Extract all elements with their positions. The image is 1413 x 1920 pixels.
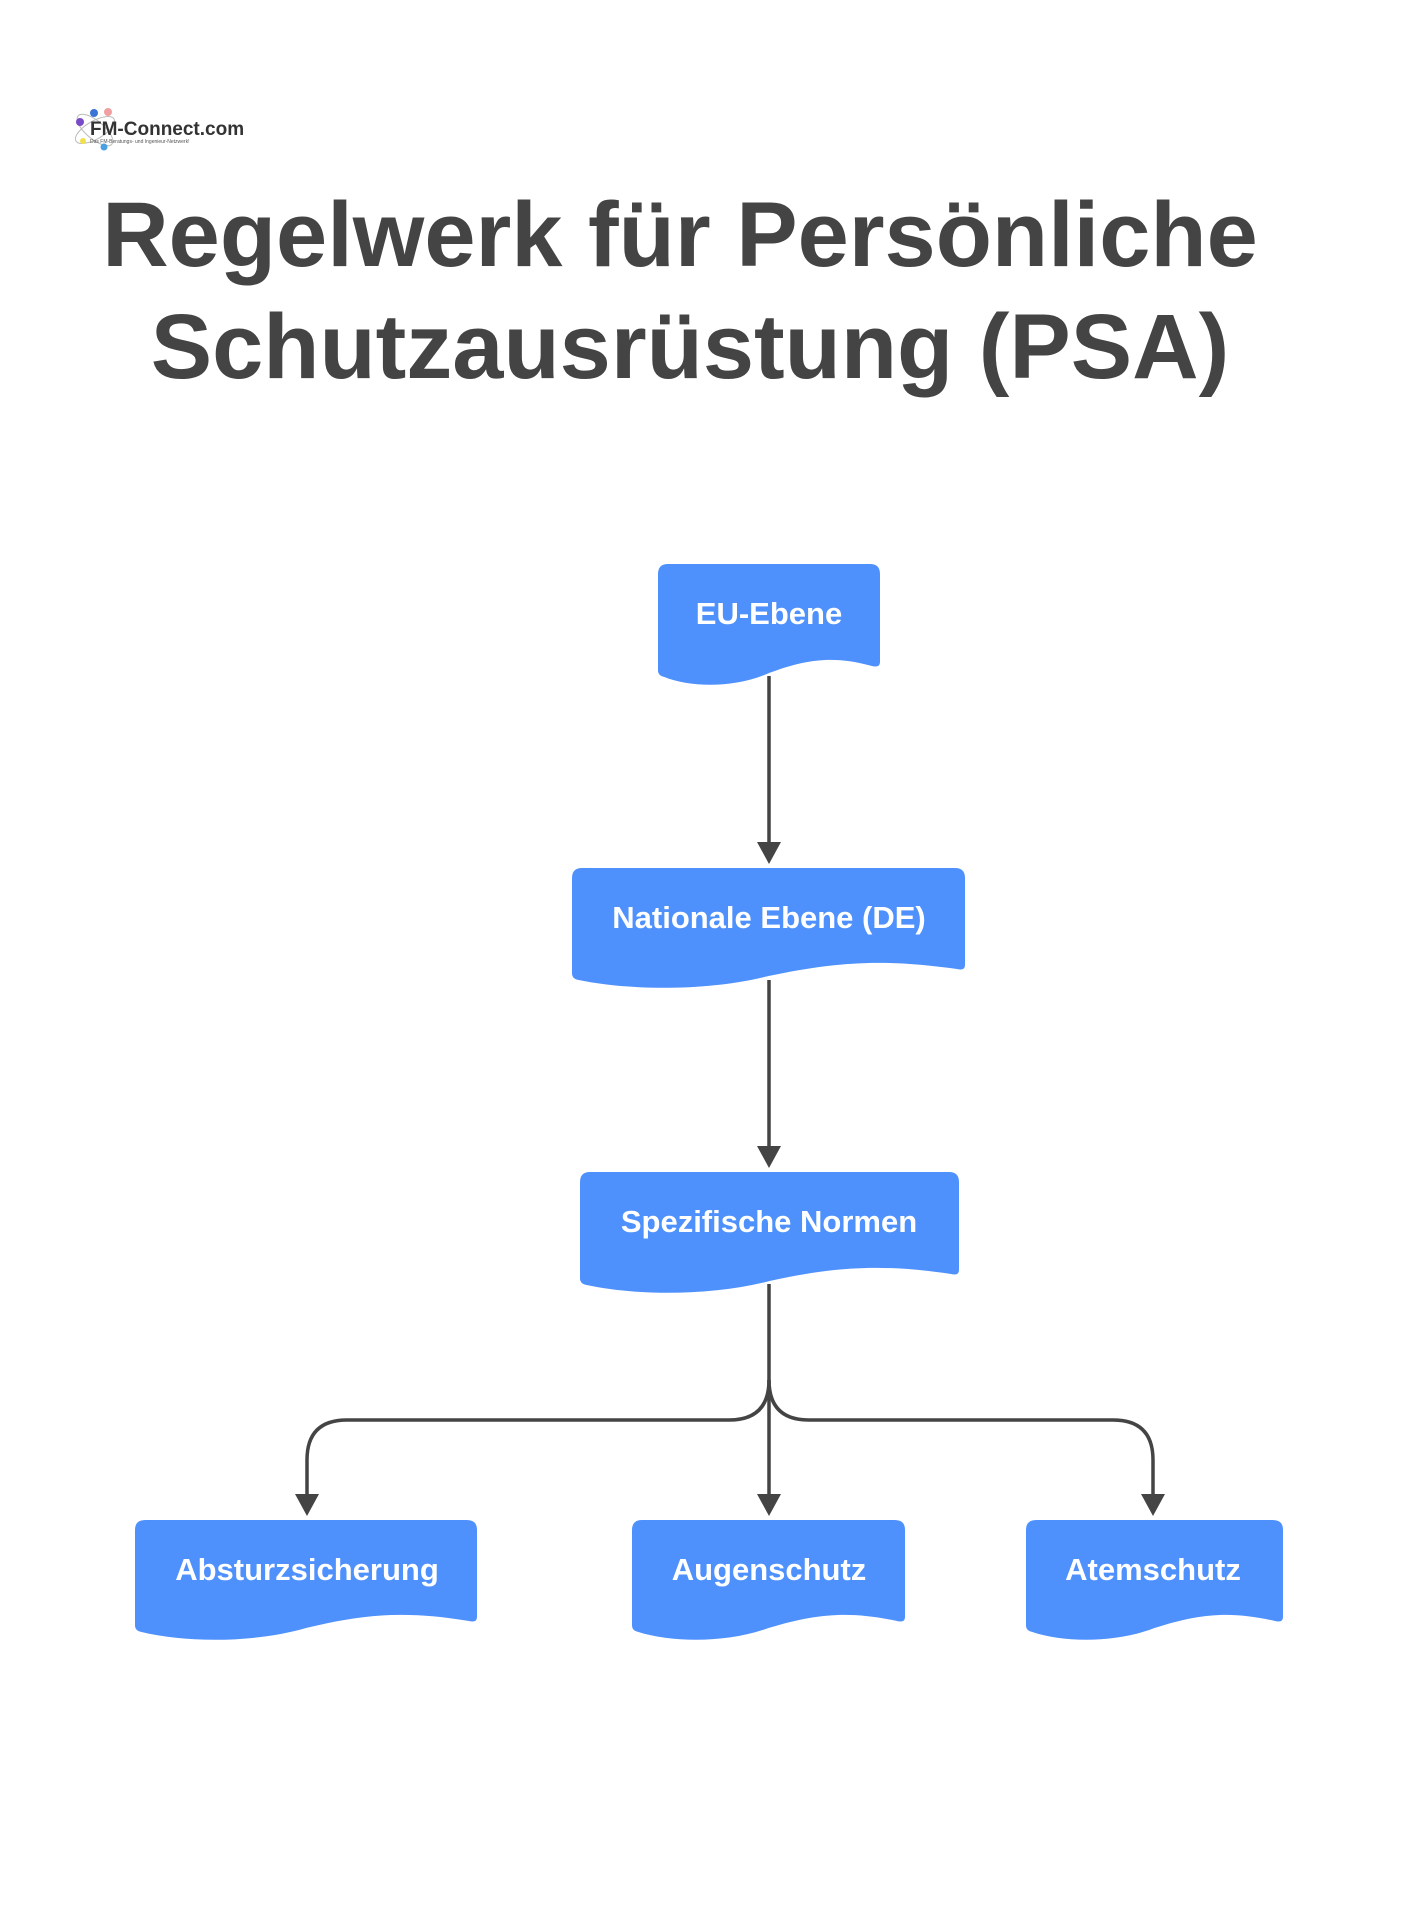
node-augen-label: Augenschutz (672, 1552, 867, 1587)
logo-atom-icon (74, 108, 116, 151)
node-augen[interactable]: Augenschutz (632, 1520, 905, 1640)
node-atem[interactable]: Atemschutz (1026, 1520, 1283, 1640)
logo-text: FM-Connect.com (90, 119, 244, 140)
node-normen[interactable]: Spezifische Normen (580, 1172, 959, 1293)
node-eu[interactable]: EU-Ebene (658, 564, 880, 685)
logo: FM-Connect.com Das FM-Beratungs- und Ing… (74, 108, 244, 151)
edge-normen-atem (767, 1379, 1155, 1502)
node-absturz-label: Absturzsicherung (175, 1552, 439, 1587)
node-atem-label: Atemschutz (1065, 1552, 1241, 1587)
node-absturz-shape (135, 1520, 477, 1640)
node-national-label: Nationale Ebene (DE) (612, 900, 926, 935)
node-normen-shape (580, 1172, 959, 1293)
node-absturz[interactable]: Absturzsicherung (135, 1520, 477, 1640)
edges (295, 676, 1165, 1516)
page-title-line2: Schutzausrüstung (PSA) (151, 296, 1229, 398)
logo-tagline: Das FM-Beratungs- und Ingenieur-Netzwerk… (90, 139, 190, 145)
node-eu-label: EU-Ebene (696, 596, 842, 631)
arrowhead-atem (1141, 1494, 1165, 1516)
node-normen-label: Spezifische Normen (621, 1204, 917, 1239)
node-national-shape (572, 868, 965, 988)
arrowhead-normen (757, 1146, 781, 1168)
arrowhead-absturz (295, 1494, 319, 1516)
node-national[interactable]: Nationale Ebene (DE) (572, 868, 965, 988)
node-atem-shape (1026, 1520, 1283, 1640)
node-augen-shape (632, 1520, 905, 1640)
arrowhead-augen (757, 1494, 781, 1516)
node-eu-shape (658, 564, 880, 685)
edge-normen-absturz (305, 1379, 771, 1502)
page-title-line1: Regelwerk für Persönliche (102, 184, 1258, 286)
arrowhead-national (757, 842, 781, 864)
